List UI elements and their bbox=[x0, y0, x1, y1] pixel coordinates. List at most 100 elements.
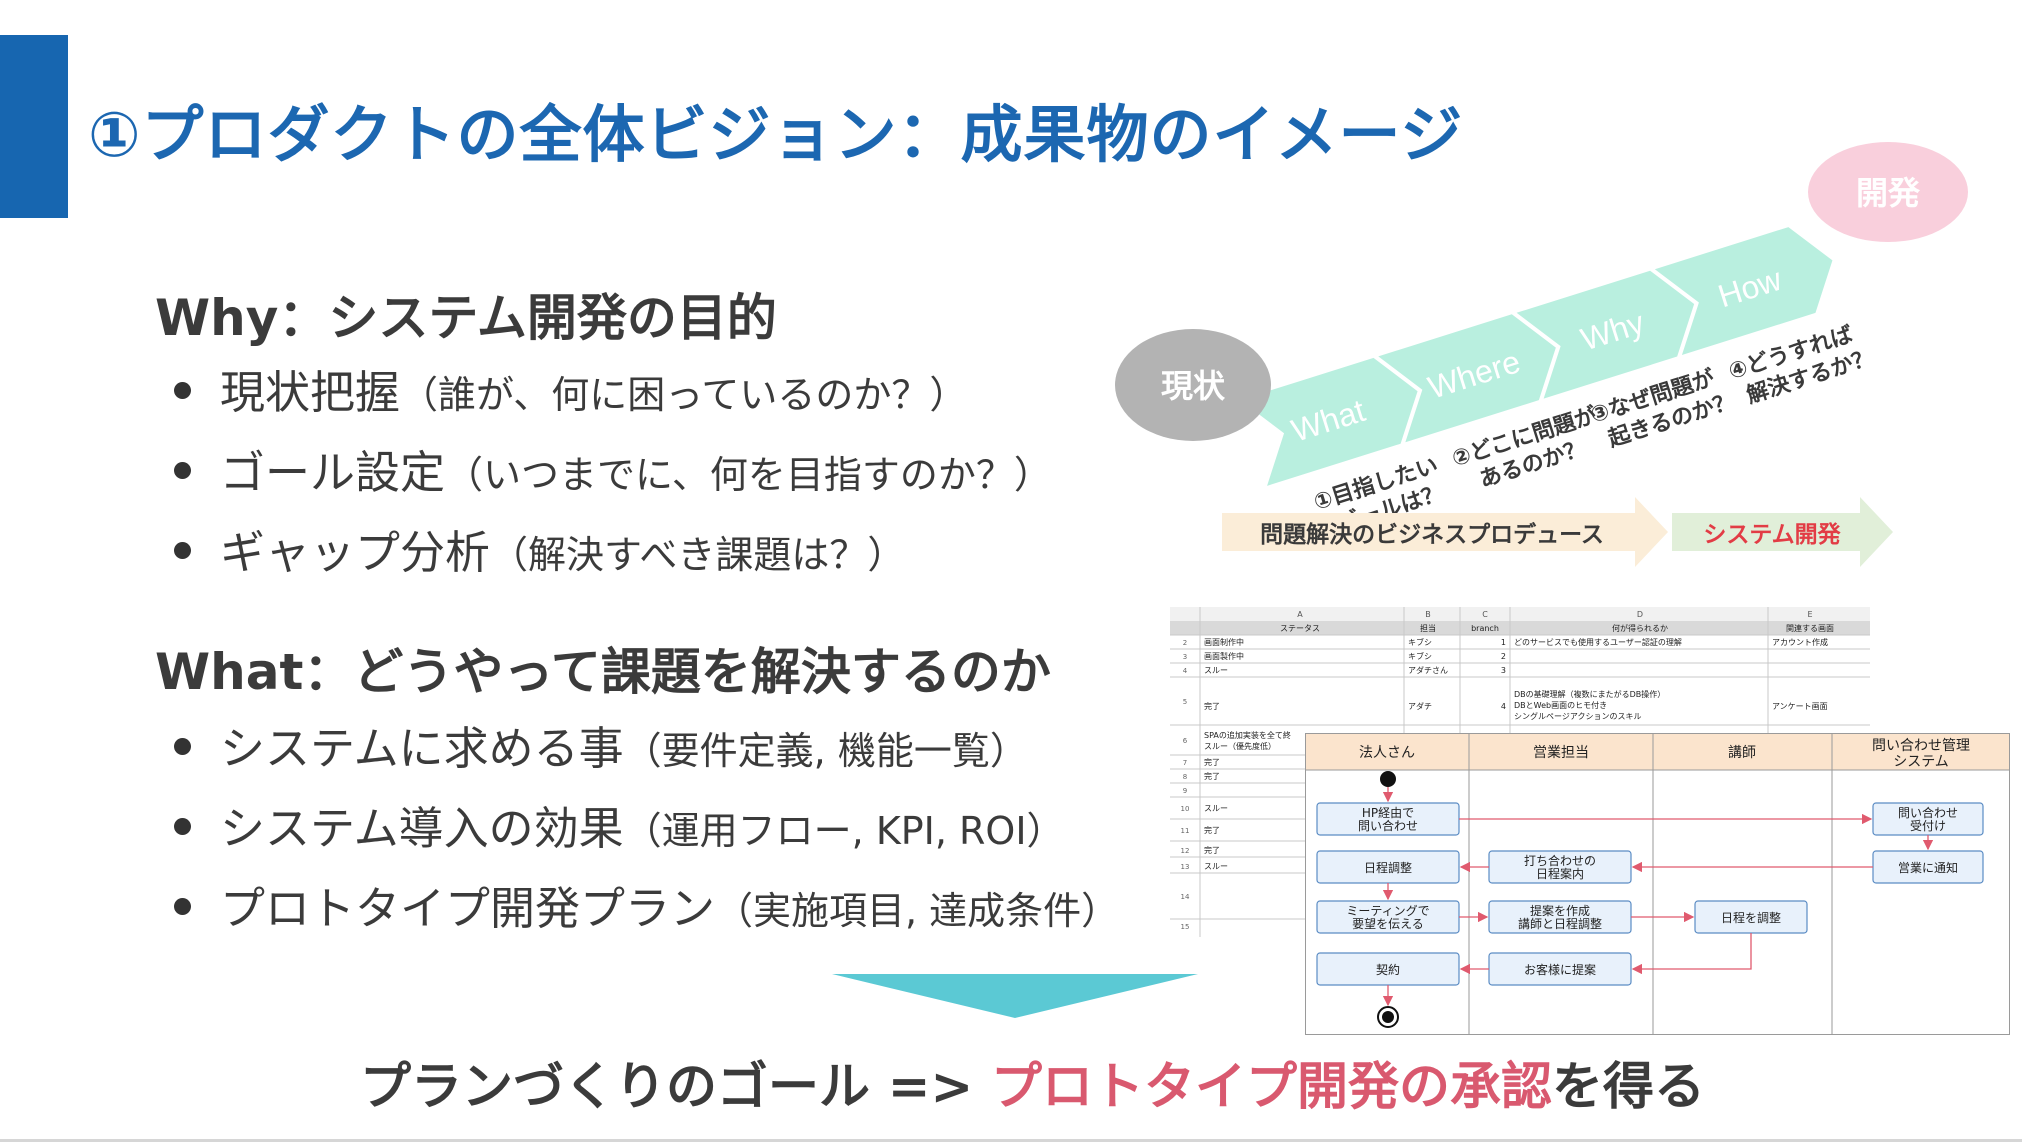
row-number: 11 bbox=[1181, 827, 1190, 835]
row-number: 2 bbox=[1183, 639, 1187, 647]
row-number: 10 bbox=[1181, 805, 1190, 813]
flow-question: 起きるのか？ bbox=[1605, 389, 1739, 453]
bullet-main-text: システム導入の効果 bbox=[220, 802, 624, 855]
flow-node-text: 講師と日程調整 bbox=[1518, 916, 1602, 931]
flow-node-text: HP経由で bbox=[1362, 806, 1414, 820]
goal-highlight: プロトタイプ開発の承認 bbox=[990, 1058, 1552, 1117]
flow-band: What Where Why How ①目指したい ゴールは？ ②どこに問題が … bbox=[1240, 227, 1877, 538]
cell: スルー bbox=[1204, 804, 1228, 813]
bullet-dot bbox=[174, 542, 191, 559]
goal-prefix: プランづくりのゴール => bbox=[360, 1058, 991, 1117]
phase-arrow-business bbox=[1222, 497, 1668, 567]
flow-node-text: 打ち合わせの bbox=[1524, 853, 1596, 868]
column-letter: A bbox=[1297, 610, 1303, 619]
flow-question: ①目指したい bbox=[1311, 453, 1441, 516]
column-letter: D bbox=[1637, 610, 1643, 619]
row-number: 13 bbox=[1181, 863, 1190, 871]
row-number: 9 bbox=[1183, 787, 1187, 795]
cell: スルー（優先度低） bbox=[1204, 741, 1276, 751]
column-letter: E bbox=[1807, 610, 1812, 619]
flow-question: ③なぜ問題が bbox=[1587, 365, 1718, 428]
column-header: ステータス bbox=[1280, 624, 1320, 633]
lane-header: 法人さん bbox=[1359, 745, 1415, 761]
flow-node-text: 日程案内 bbox=[1536, 866, 1584, 881]
goal-statement: プランづくりのゴール => プロトタイプ開発の承認を得る bbox=[360, 1045, 1705, 1119]
bullet-dot bbox=[174, 382, 191, 399]
cell: 完了 bbox=[1204, 825, 1220, 835]
bullet-dot bbox=[174, 818, 191, 835]
cell: どのサービスでも使用するユーザー認証の理解 bbox=[1514, 637, 1682, 647]
cell: アダチさん bbox=[1408, 665, 1448, 675]
flow-node-text: 営業に通知 bbox=[1898, 861, 1958, 875]
column-header: 担当 bbox=[1420, 623, 1436, 633]
flow-node-text: 問い合わせ bbox=[1358, 818, 1418, 833]
cell: スルー bbox=[1204, 666, 1228, 675]
flow-step-why bbox=[1516, 270, 1695, 399]
row-number: 7 bbox=[1183, 759, 1187, 767]
flow-question: あるのか？ bbox=[1477, 436, 1589, 493]
cell: 3 bbox=[1501, 666, 1506, 675]
what-list: システムに求める事（要件定義, 機能一覧） システム導入の効果（運用フロー, K… bbox=[170, 712, 1119, 952]
flow-step-label: Where bbox=[1424, 343, 1525, 406]
flow-step-label: Why bbox=[1576, 304, 1648, 358]
what-heading: What：どうやって課題を解決するのか bbox=[155, 643, 1051, 701]
bullet-main-text: プロトタイプ開発プラン bbox=[220, 882, 716, 935]
flow-node-text: 提案を作成 bbox=[1530, 903, 1590, 918]
lane-header: 問い合わせ管理 bbox=[1872, 738, 1970, 754]
bullet-sub-text: （運用フロー, KPI, ROI） bbox=[623, 809, 1065, 853]
cell: SPAの追加実装を全て終 bbox=[1204, 730, 1291, 740]
list-item: プロトタイプ開発プラン（実施項目, 達成条件） bbox=[170, 872, 1119, 952]
row-number: 4 bbox=[1183, 667, 1188, 675]
cell: 画面製作中 bbox=[1204, 651, 1244, 661]
why-list: 現状把握（誰が、何に困っているのか？） ゴール設定（いつまでに、何を目指すのか？… bbox=[170, 356, 1052, 596]
start-label: 現状 bbox=[1161, 367, 1226, 405]
bullet-sub-text: （いつまでに、何を目指すのか？） bbox=[445, 453, 1052, 497]
lane-header: 営業担当 bbox=[1533, 745, 1589, 761]
list-item: ギャップ分析（解決すべき課題は？） bbox=[170, 516, 1052, 596]
end-circle bbox=[1808, 142, 1968, 242]
column-letter: B bbox=[1425, 610, 1431, 619]
flow-start-node bbox=[1380, 771, 1396, 787]
row-number: 12 bbox=[1181, 847, 1190, 855]
bullet-main-text: システムに求める事 bbox=[220, 722, 624, 775]
flow-step-what bbox=[1240, 357, 1418, 486]
cell: 画面制作中 bbox=[1204, 637, 1244, 647]
bullet-dot bbox=[174, 898, 191, 915]
cell: アンケート画面 bbox=[1772, 702, 1828, 711]
bullet-main-text: ギャップ分析 bbox=[220, 526, 491, 579]
flow-node-text: 問い合わせ bbox=[1898, 805, 1958, 820]
cell: 完了 bbox=[1204, 845, 1220, 855]
goal-suffix: を得る bbox=[1552, 1058, 1706, 1117]
row-number: 8 bbox=[1183, 773, 1187, 781]
business-flow-swimlane: 法人さん 営業担当 講師 問い合わせ管理 システム HP経由で 問い合わせ 問い… bbox=[1305, 733, 2010, 1035]
flow-step-how bbox=[1654, 227, 1833, 356]
row-number: 14 bbox=[1181, 893, 1190, 901]
cell: アダチ bbox=[1408, 701, 1432, 711]
row-number: 15 bbox=[1181, 923, 1190, 931]
cell: 完了 bbox=[1204, 771, 1220, 781]
row-number: 5 bbox=[1183, 698, 1187, 706]
cell: スルー bbox=[1204, 862, 1228, 871]
cell: アカウント作成 bbox=[1772, 637, 1828, 647]
list-item: システムに求める事（要件定義, 機能一覧） bbox=[170, 712, 1119, 792]
cell: シングルページアクションのスキル bbox=[1514, 711, 1641, 721]
cell: キブシ bbox=[1408, 651, 1432, 661]
phase-arrow-development bbox=[1672, 497, 1893, 567]
flow-node-text: 要望を伝える bbox=[1352, 917, 1424, 931]
flow-step-label: What bbox=[1287, 392, 1369, 449]
column-letter: C bbox=[1482, 610, 1488, 619]
cell: DBの基礎理解（複数にまたがるDB操作） bbox=[1514, 689, 1665, 699]
flow-node-text: お客様に提案 bbox=[1524, 962, 1596, 977]
column-header: 何が得られるか bbox=[1612, 623, 1668, 633]
phase-label-development: システム開発 bbox=[1703, 522, 1841, 548]
flow-question: 解決するか？ bbox=[1743, 344, 1877, 408]
bullet-main-text: ゴール設定 bbox=[220, 446, 446, 499]
flow-node-text: ミーティングで bbox=[1346, 904, 1429, 918]
flow-question: ②どこに問題が bbox=[1449, 402, 1600, 472]
lane-header: システム bbox=[1893, 754, 1949, 770]
bottom-divider bbox=[0, 1139, 2022, 1142]
flow-question: ④どうすれば bbox=[1726, 322, 1856, 385]
slide-title: ①プロダクトの全体ビジョン：成果物のイメージ bbox=[88, 98, 1464, 171]
cell: 完了 bbox=[1204, 701, 1220, 711]
cell: 1 bbox=[1501, 638, 1506, 647]
